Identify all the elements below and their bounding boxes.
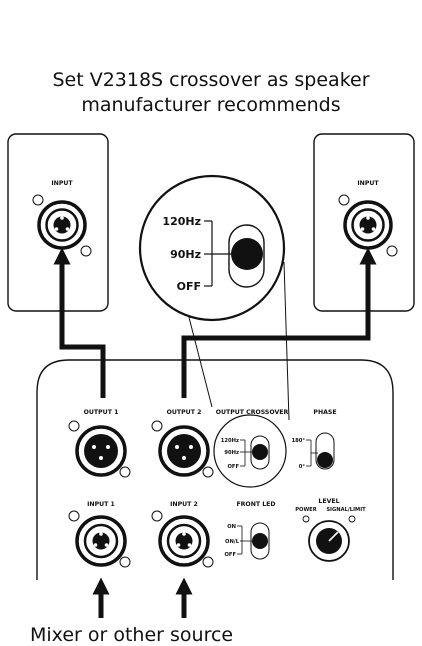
output2-label: OUTPUT 2: [167, 409, 202, 416]
combo-jack-icon: [32, 194, 92, 257]
title-line-2: manufacturer recommends: [81, 94, 340, 116]
zoom-lead-right: [283, 261, 290, 421]
phase-label: PHASE: [313, 409, 336, 416]
xover-label-90hz: 90Hz: [224, 450, 239, 456]
cable-output1-to-left-speaker: [53, 247, 106, 398]
signal-limit-led: [348, 515, 356, 523]
xlr-jack-icon: [68, 420, 131, 478]
phase-label-180: 180°: [292, 438, 306, 444]
xover-label-120hz: 120Hz: [221, 438, 239, 444]
phase-switch[interactable]: 180° 0°: [292, 432, 335, 470]
input2-label: INPUT 2: [170, 501, 198, 508]
output-crossover-switch[interactable]: 120Hz 90Hz OFF: [213, 414, 287, 488]
phase-label-0: 0°: [299, 464, 306, 470]
level-label: LEVEL: [318, 498, 339, 505]
left-speaker-plate: INPUT: [7, 133, 109, 312]
source-caption: Mixer or other source: [30, 624, 233, 646]
crossover-zoom-view: 120Hz 90Hz OFF: [138, 174, 286, 322]
switch-lever: [231, 238, 263, 270]
combo-jack-icon: [151, 510, 214, 568]
combo-jack-icon: [68, 510, 131, 568]
led-label-on-l: ON/L: [225, 539, 240, 545]
led-label-on: ON: [227, 524, 236, 530]
power-label: POWER: [295, 507, 316, 513]
xlr-jack-icon: [151, 420, 214, 478]
power-led: [302, 515, 310, 523]
amplifier-rear-panel: [36, 359, 394, 580]
zoom-label-120hz: 120Hz: [162, 215, 201, 228]
left-speaker-input-label: INPUT: [51, 180, 73, 187]
cable-output2-to-right-speaker: [181, 247, 377, 398]
right-speaker-input-label: INPUT: [357, 180, 379, 187]
front-led-label: FRONT LED: [236, 501, 275, 508]
level-knob-icon[interactable]: [302, 515, 356, 562]
zoom-label-90hz: 90Hz: [170, 248, 201, 261]
title-line-1: Set V2318S crossover as speaker: [52, 69, 369, 91]
input1-label: INPUT 1: [87, 501, 115, 508]
front-led-switch[interactable]: ON ON/L OFF: [225, 522, 270, 560]
output1-label: OUTPUT 1: [84, 409, 119, 416]
xover-label-off: OFF: [228, 464, 240, 470]
output-crossover-label: OUTPUT CROSSOVER: [216, 409, 289, 416]
right-speaker-plate: INPUT: [313, 133, 415, 312]
zoom-label-off: OFF: [177, 280, 201, 293]
led-label-off: OFF: [225, 552, 237, 558]
signal-limit-label: SIGNAL/LIMIT: [326, 507, 366, 513]
